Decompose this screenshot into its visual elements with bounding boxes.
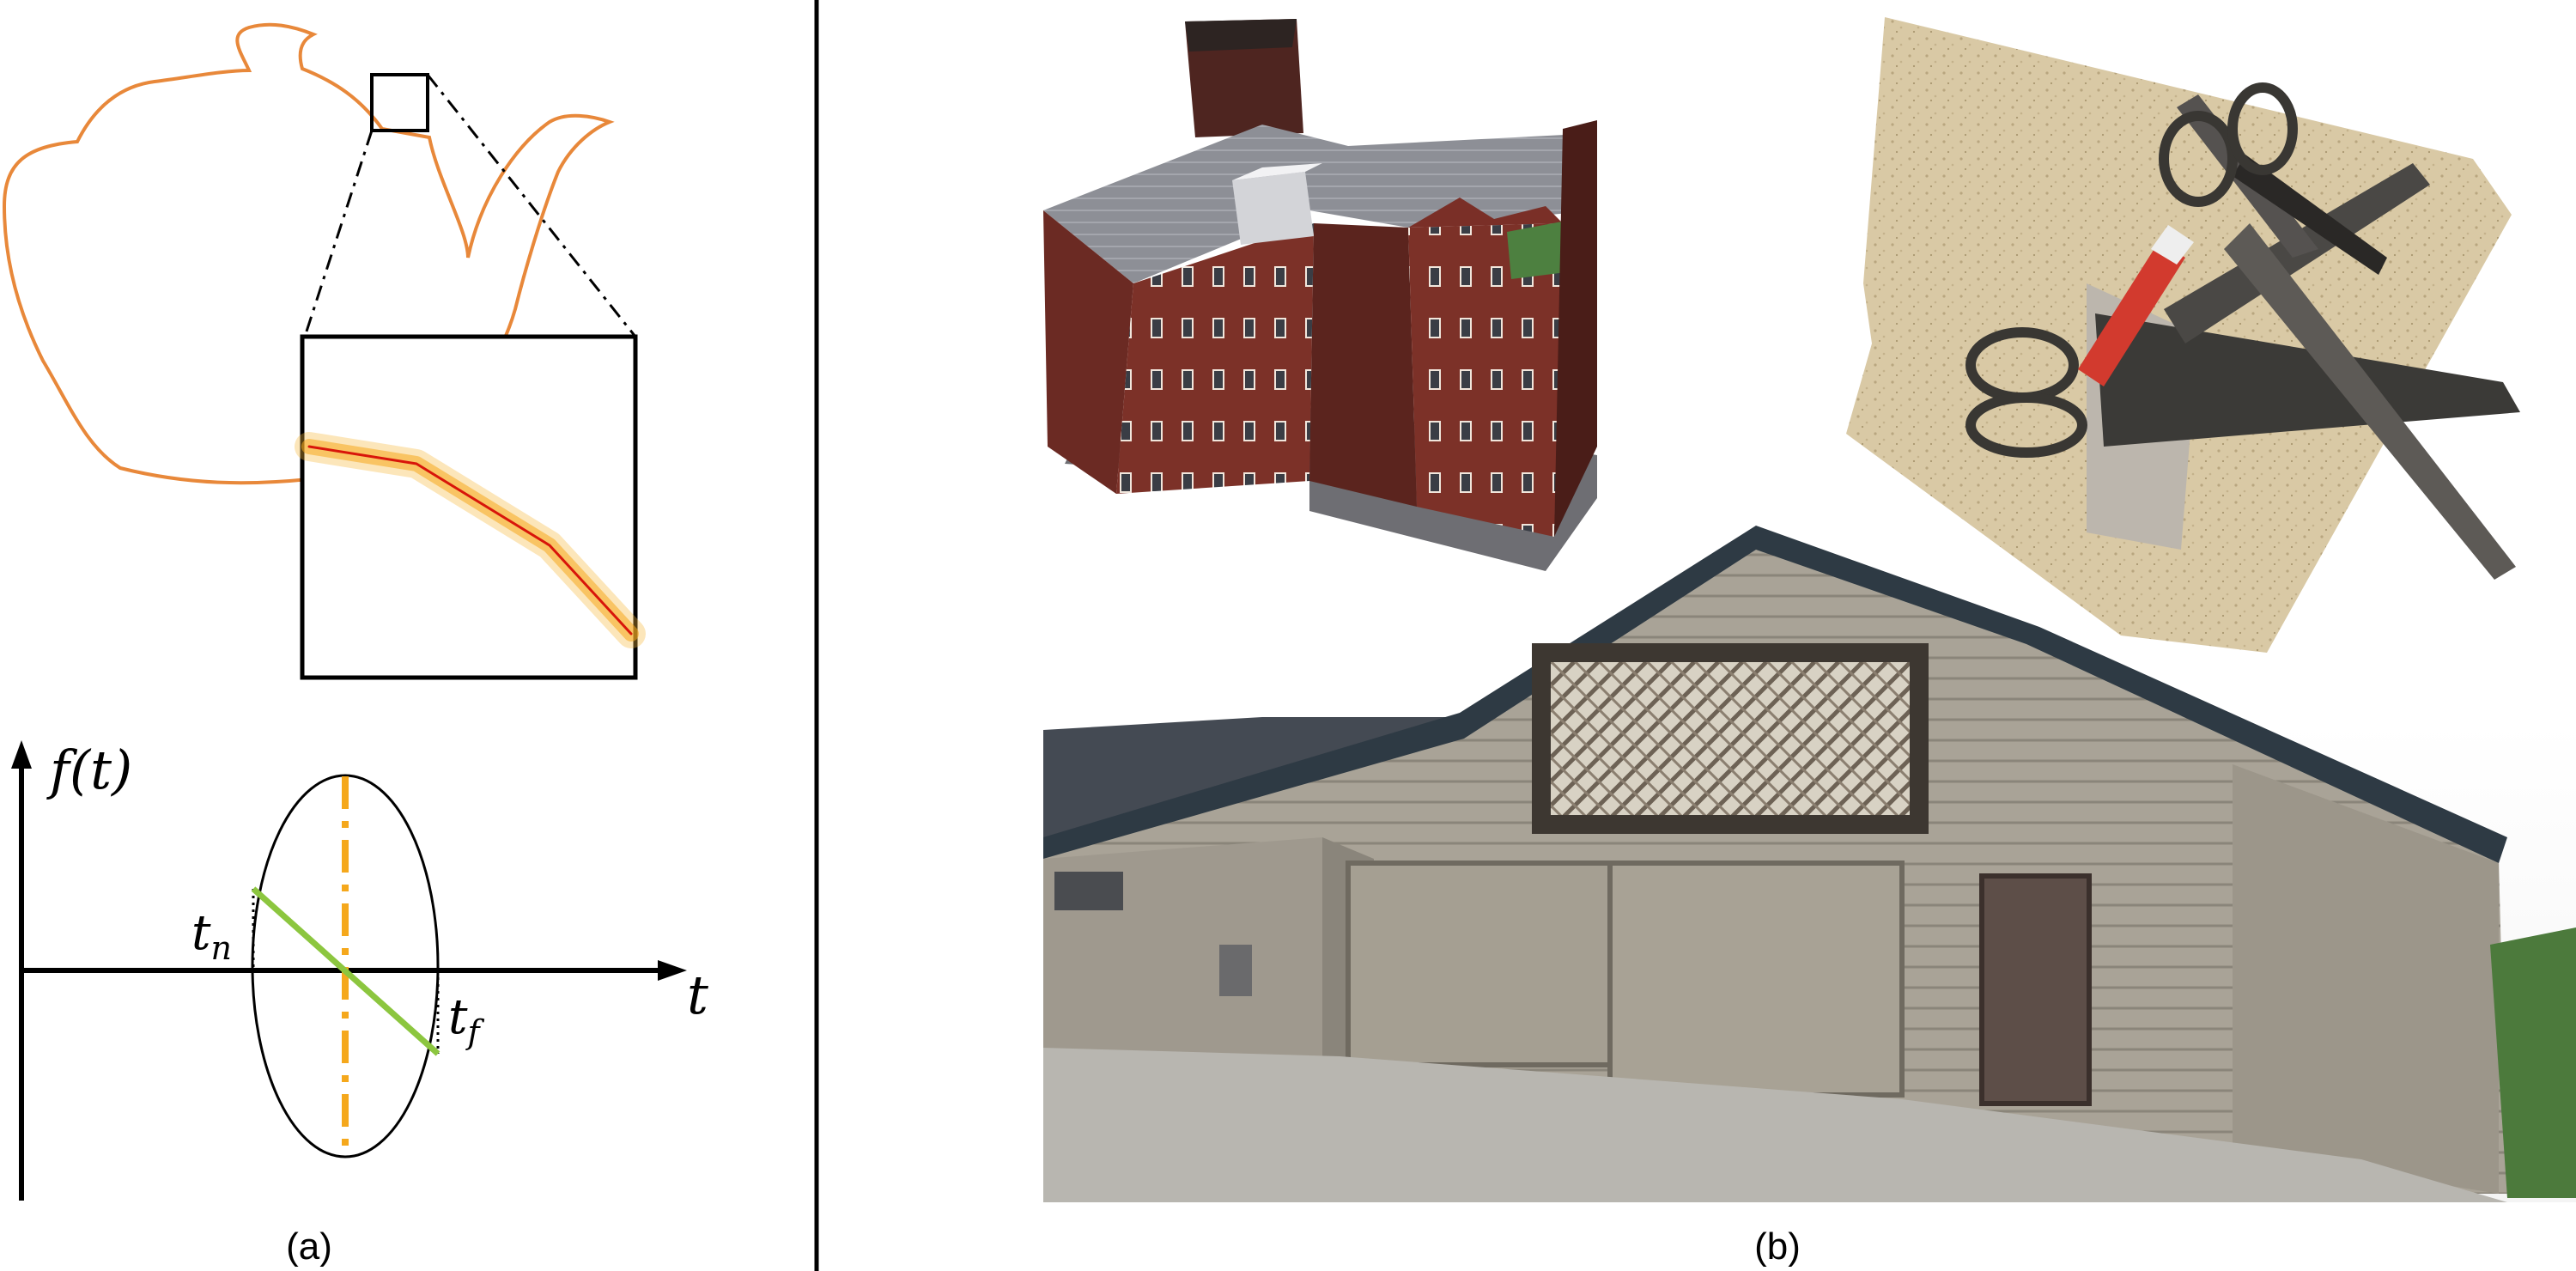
zoom-connector-right: [426, 74, 637, 338]
t-far-label: tf: [448, 989, 485, 1051]
castle-model-render: [1043, 19, 1597, 571]
zoom-inset-curve: [295, 432, 646, 648]
garage-door-left: [1346, 861, 1613, 1067]
panel-a-caption: (a): [286, 1225, 332, 1268]
y-axis-label: f(t): [46, 739, 132, 801]
panel-a: f(t) t tn tf (a): [2, 22, 708, 1268]
zoom-source-box: [370, 73, 429, 132]
scissors-on-stone-render: [1846, 17, 2520, 653]
panel-b: (b): [1043, 17, 2576, 1268]
ft-plot: f(t) t tn tf: [11, 739, 708, 1201]
zoom-connector-left: [303, 130, 374, 338]
x-axis-arrowhead: [658, 960, 687, 981]
linear-segment: [251, 886, 440, 1056]
garage-building-render: [1043, 526, 2576, 1202]
side-door: [1979, 873, 2092, 1106]
zoom-inset-box: [300, 334, 638, 680]
x-axis-label: t: [687, 964, 708, 1026]
panel-b-caption: (b): [1754, 1225, 1801, 1268]
teapot-outline: [2, 22, 615, 485]
t-near-label: tn: [191, 905, 232, 967]
garage-door-right: [1607, 861, 1905, 1098]
y-axis-arrowhead: [11, 740, 32, 769]
